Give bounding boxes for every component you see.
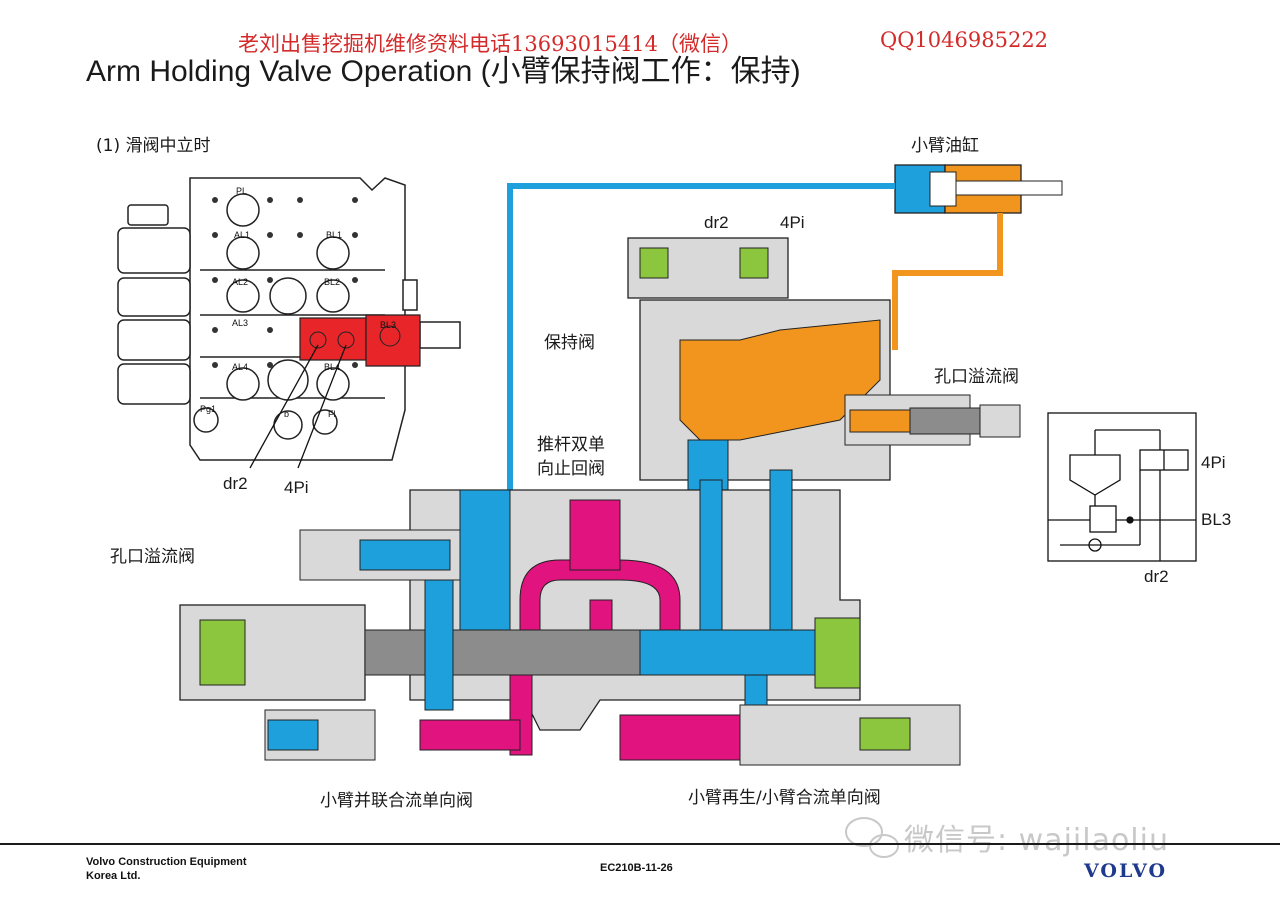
footer-company: Volvo Construction Equipment Korea Ltd. <box>86 855 247 883</box>
label-arm-regen-check: 小臂再生/小臂合流单向阀 <box>688 788 881 808</box>
port-label-bl3: BL3 <box>380 320 397 330</box>
control-valve-block-drawing <box>117 177 461 461</box>
schematic-label-bl3: BL3 <box>1201 510 1232 529</box>
port-label-al3: AL3 <box>232 318 249 328</box>
label-arm-cylinder: 小臂油缸 <box>911 136 979 156</box>
label-4pi-top: 4Pi <box>780 213 805 232</box>
label-dr2-left: dr2 <box>223 474 248 493</box>
arm-cylinder <box>894 164 1063 214</box>
schematic-label-4pi: 4Pi <box>1201 453 1226 472</box>
port-label-al2: AL2 <box>232 277 249 287</box>
port-label-bl4: BL4 <box>324 362 341 372</box>
port-label-pg1: Pg1 <box>200 404 217 414</box>
label-4pi-left: 4Pi <box>284 478 309 497</box>
label-arm-parallel-check: 小臂并联合流单向阀 <box>320 791 473 811</box>
port-label-b: b <box>284 409 290 419</box>
wechat-logo-icon <box>845 817 899 858</box>
label-poppet-check-line2: 向止回阀 <box>537 459 605 479</box>
label-orifice-relief-left: 孔口溢流阀 <box>110 547 195 567</box>
footer-company-line1: Volvo Construction Equipment <box>86 856 247 868</box>
highlighted-holding-valve-block <box>299 314 421 367</box>
port-label-bl2: BL2 <box>324 277 341 287</box>
hydraulic-schematic <box>1047 412 1197 562</box>
label-spool-neutral: (1) 滑阀中立时 <box>96 136 211 156</box>
port-label-bl1: BL1 <box>326 230 343 240</box>
watermark-text: 老刘出售挖掘机维修资料电话13693015414（微信） <box>238 32 742 56</box>
pipe-lines <box>507 183 1003 520</box>
port-label-fl: Fl <box>328 409 336 419</box>
footer-doc-code: EC210B-11-26 <box>600 862 673 874</box>
port-label-pl: PL <box>236 186 248 196</box>
volvo-logo: VOLVO <box>1084 860 1168 882</box>
footer-divider <box>0 843 1280 845</box>
label-poppet-check-line1: 推杆双单 <box>537 435 605 455</box>
label-dr2-top: dr2 <box>704 213 729 232</box>
main-spool-block <box>179 469 961 766</box>
page-title: Arm Holding Valve Operation (小臂保持阀工作：保持) <box>86 55 801 88</box>
port-label-al1: AL1 <box>234 230 251 240</box>
watermark-qq: QQ1046985222 <box>880 28 1049 52</box>
wechat-id-text: 微信号: wajilaoliu <box>904 823 1169 858</box>
port-label-al4: AL4 <box>232 362 249 372</box>
footer-company-line2: Korea Ltd. <box>86 870 141 882</box>
label-orifice-relief-right: 孔口溢流阀 <box>934 367 1019 387</box>
holding-valve-body <box>627 237 1021 501</box>
label-holding-valve: 保持阀 <box>544 333 595 353</box>
leader-lines-left <box>249 344 347 469</box>
schematic-label-dr2: dr2 <box>1144 567 1169 586</box>
